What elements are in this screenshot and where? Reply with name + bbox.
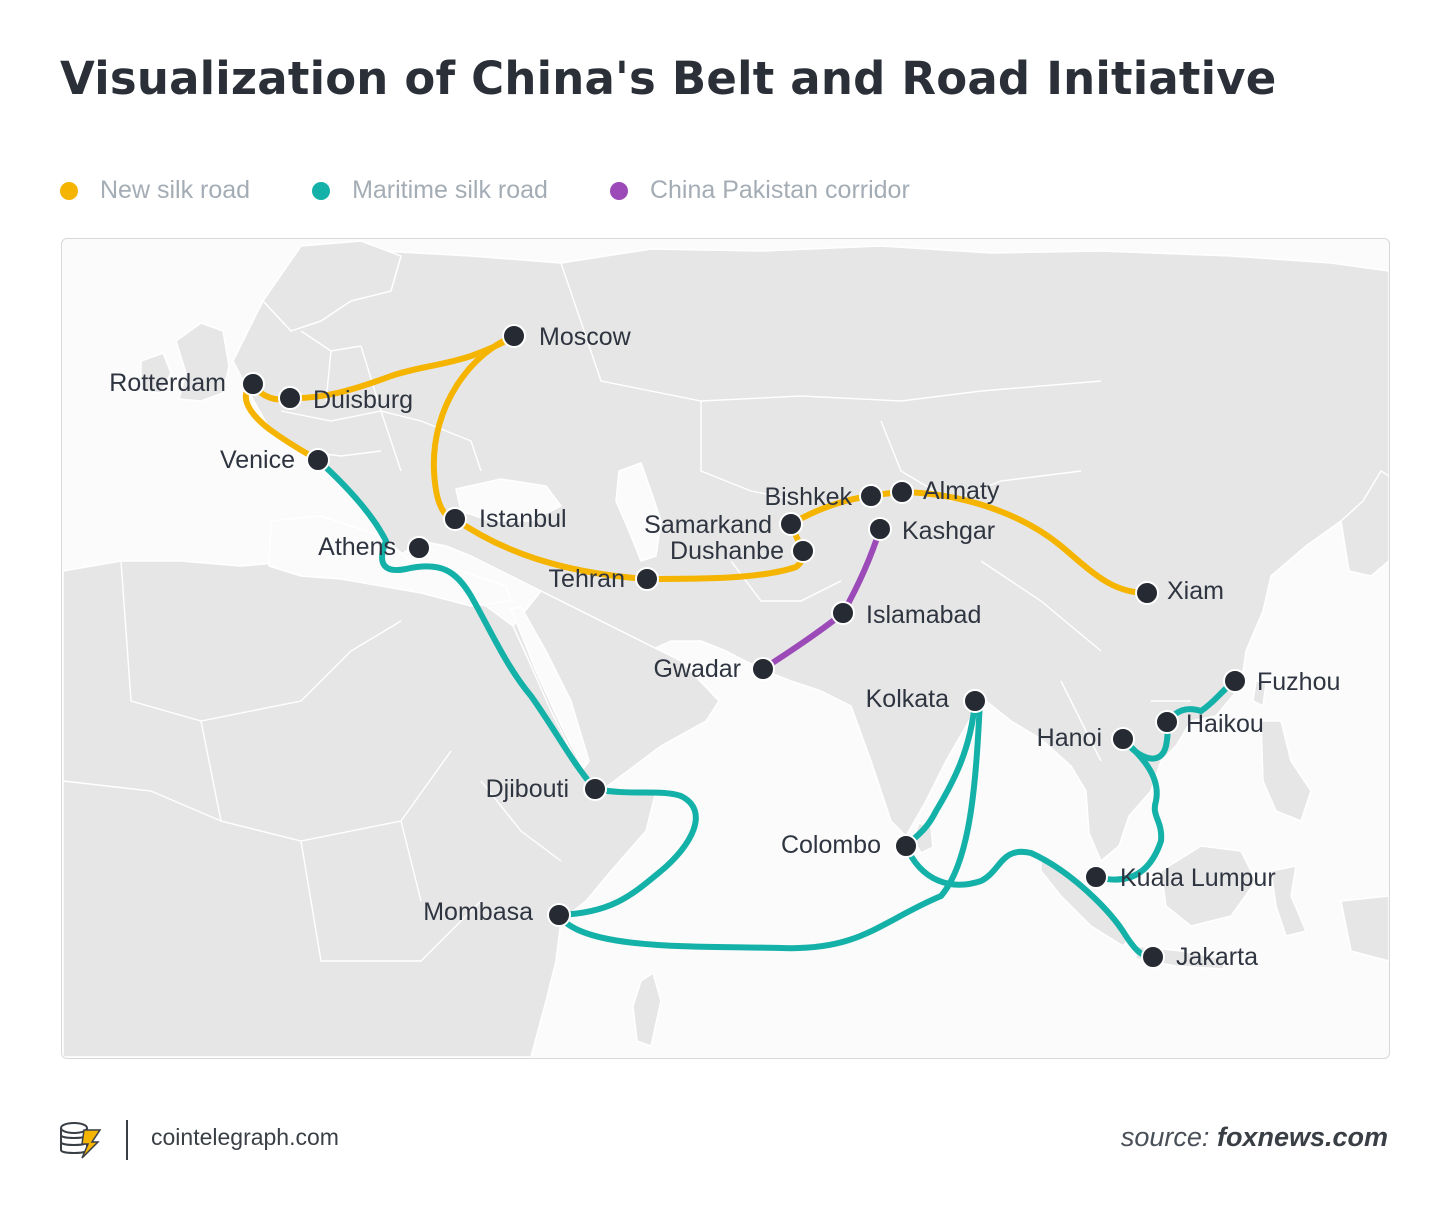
land-ireland [140,352,172,394]
land-japan [1340,470,1389,577]
node-bishkek [859,484,883,508]
label-xiam: Xiam [1167,577,1224,605]
city-nodes [241,324,1247,969]
node-moscow [502,324,526,348]
land-great-britain [175,322,230,402]
source-name: foxnews.com [1216,1122,1388,1152]
label-moscow: Moscow [539,323,632,351]
route-maritime-silk-road-d [903,843,1156,960]
label-duisburg: Duisburg [313,386,413,414]
map-frame: Moscow Rotterdam Duisburg Venice Istanbu… [61,238,1390,1059]
label-almaty: Almaty [923,477,1000,505]
route-new-silk-road [250,333,1150,596]
node-rotterdam [241,372,265,396]
legend-swatch-new-silk-road [60,181,78,200]
node-duisburg [278,386,302,410]
source-prefix: source: [1120,1122,1210,1152]
node-kolkata [963,689,987,713]
border-lines-africa [62,560,562,962]
land-borneo [1160,845,1257,927]
node-xiam [1135,581,1159,605]
legend-swatch-china-pakistan-corridor [609,181,628,200]
label-haikou: Haikou [1186,710,1264,738]
label-bishkek: Bishkek [764,483,852,511]
route-maritime-silk-road [315,457,699,918]
water-red-sea [510,606,590,770]
label-kashgar: Kashgar [902,517,995,545]
node-islamabad [831,601,855,625]
legend-item-china-pakistan-corridor: China Pakistan corridor [609,176,910,205]
land-sulawesi [1270,865,1307,937]
footer-source: source: foxnews.com [1121,1122,1388,1153]
node-fuzhou [1223,669,1247,693]
legend-label: Maritime silk road [352,176,548,204]
land-scandinavia [262,240,402,332]
label-tehran: Tehran [549,565,625,593]
node-istanbul [443,507,467,531]
water-black-sea [455,478,562,522]
page-title: Visualization of China's Belt and Road I… [60,52,1277,105]
label-hanoi: Hanoi [1037,724,1102,752]
node-tehran [635,567,659,591]
map-canvas: Moscow Rotterdam Duisburg Venice Istanbu… [62,240,1389,1058]
label-athens: Athens [318,533,396,561]
label-rotterdam: Rotterdam [109,369,226,397]
label-gwadar: Gwadar [653,655,741,683]
node-jakarta [1141,945,1165,969]
country-borders [62,262,1191,962]
label-mombasa: Mombasa [423,898,533,926]
route-maritime-silk-road-c [903,698,978,849]
node-gwadar [751,657,775,681]
legend: New silk road Maritime silk road China P… [60,176,972,205]
city-labels: Moscow Rotterdam Duisburg Venice Istanbu… [109,323,1340,971]
legend-label: China Pakistan corridor [649,176,910,204]
label-kuala-lumpur: Kuala Lumpur [1120,864,1276,892]
label-islamabad: Islamabad [866,601,981,629]
node-venice [306,448,330,472]
label-samarkand: Samarkand [644,511,772,539]
node-kashgar [868,517,892,541]
label-fuzhou: Fuzhou [1257,668,1340,696]
node-athens [407,536,431,560]
land-philippines [1260,720,1312,822]
node-samarkand [779,512,803,536]
node-haikou [1155,710,1179,734]
legend-item-maritime-silk-road: Maritime silk road [312,176,548,205]
land-new-guinea [1340,895,1389,962]
node-almaty [890,480,914,504]
label-kolkata: Kolkata [866,685,949,713]
label-venice: Venice [220,446,295,474]
border-lines-europe [280,330,482,472]
cointelegraph-logo-icon [58,1120,102,1165]
node-hanoi [1111,727,1135,751]
legend-item-new-silk-road: New silk road [60,176,250,205]
node-colombo [894,834,918,858]
label-colombo: Colombo [781,831,881,859]
landmasses [62,240,1389,1058]
land-taiwan [1252,680,1267,707]
footer-divider [126,1120,128,1160]
label-istanbul: Istanbul [479,505,567,533]
node-dushanbe [791,539,815,563]
route-maritime-silk-road-b [556,698,983,952]
route-maritime-silk-road-e [1093,736,1165,883]
label-djibouti: Djibouti [486,775,569,803]
legend-swatch-maritime-silk-road [312,181,331,200]
node-djibouti [583,777,607,801]
node-kuala-lumpur [1084,865,1108,889]
land-madagascar [632,972,662,1047]
border-lines-asia [560,262,1191,762]
label-dushanbe: Dushanbe [670,537,784,565]
node-mombasa [547,903,571,927]
footer-site-link[interactable]: cointelegraph.com [151,1124,339,1150]
legend-label: New silk road [100,176,251,204]
water-caspian-sea [615,462,662,562]
label-jakarta: Jakarta [1176,943,1258,971]
